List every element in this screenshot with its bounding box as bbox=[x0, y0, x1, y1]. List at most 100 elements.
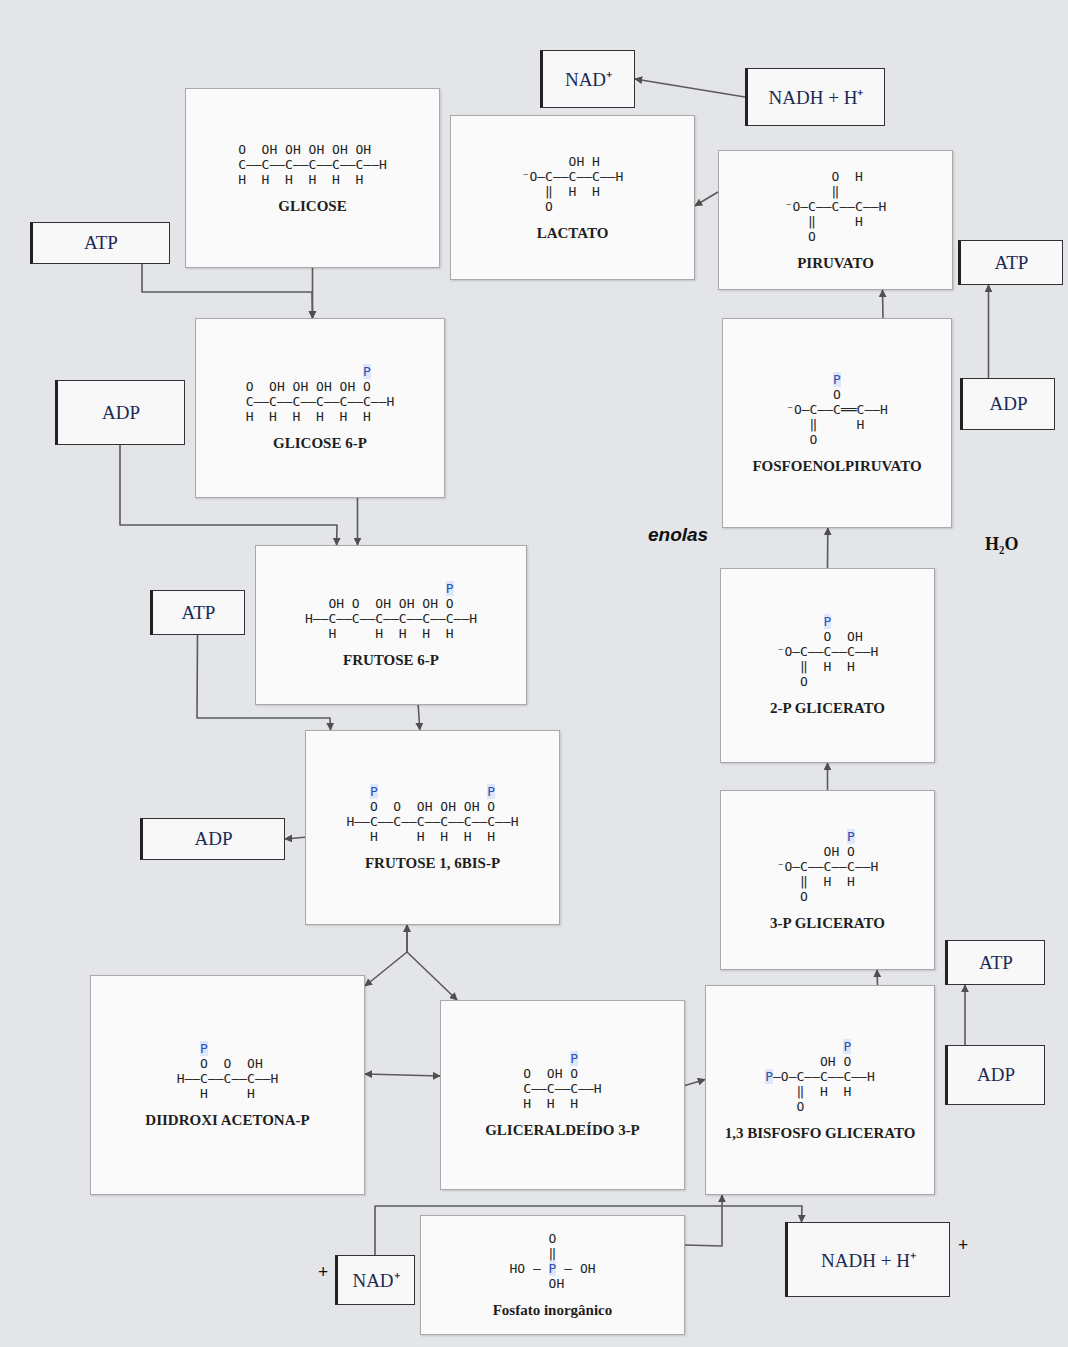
formula-row: ‖ H bbox=[786, 417, 888, 432]
reagent-label: ATP bbox=[182, 602, 216, 624]
reaction-arrow bbox=[685, 1080, 705, 1086]
molecule-name: PIRUVATO bbox=[797, 254, 874, 272]
molecule-name: FRUTOSE 1, 6BIS-P bbox=[365, 854, 500, 872]
formula-row: OH O bbox=[765, 1054, 875, 1069]
phosphate-mark: P bbox=[847, 829, 855, 844]
reagent-box: ADP bbox=[55, 380, 185, 445]
formula-row: ‖ H H bbox=[777, 874, 879, 889]
reaction-arrow bbox=[635, 79, 745, 97]
formula-block: PO OH OH OH OH OC——C——C——C——C——C——HH H H… bbox=[246, 364, 395, 424]
reaction-arrow bbox=[142, 264, 313, 318]
molecule-name: LACTATO bbox=[537, 224, 609, 242]
reaction-arrow bbox=[407, 925, 457, 1000]
formula-row: O O OH OH OH O bbox=[346, 799, 518, 814]
reaction-arrow bbox=[365, 1074, 440, 1076]
phosphate-mark: P bbox=[549, 1261, 557, 1276]
molecule-name: GLICOSE bbox=[278, 197, 346, 215]
formula-row: OH bbox=[509, 1276, 595, 1291]
phosphate-mark: P bbox=[446, 581, 454, 596]
formula-row: O bbox=[786, 432, 888, 447]
reagent-box: NAD⁺ bbox=[335, 1255, 415, 1305]
molecule-card: P OH O⁻O—C——C——C——H ‖ H H O3-P GLICERATO bbox=[720, 790, 935, 970]
molecule-name: Fosfato inorgânico bbox=[493, 1301, 613, 1319]
reagent-label: ADP bbox=[977, 1064, 1015, 1086]
formula-block: O H ‖⁻O—C——C——C——H ‖ H O bbox=[785, 169, 887, 244]
molecule-name: 2-P GLICERATO bbox=[770, 699, 885, 717]
reagent-label: ATP bbox=[84, 232, 118, 254]
formula-row: H H H bbox=[523, 1096, 601, 1111]
formula-row: P bbox=[777, 829, 879, 844]
formula-row: H——C——C——C——H bbox=[177, 1071, 279, 1086]
formula-row: P P bbox=[346, 784, 518, 799]
formula-block: P O OH⁻O—C——C——C——H ‖ H H O bbox=[777, 614, 879, 689]
phosphate-mark: P bbox=[833, 372, 841, 387]
phosphate-mark: P bbox=[570, 1051, 578, 1066]
formula-row: H H H H H bbox=[346, 829, 518, 844]
reagent-box: ADP bbox=[140, 818, 285, 860]
formula-row: P bbox=[305, 581, 477, 596]
formula-row: O bbox=[765, 1099, 875, 1114]
formula-row: ‖ bbox=[509, 1246, 595, 1261]
enzyme-label: enolas bbox=[648, 524, 708, 546]
formula-row: C——C——C——H bbox=[523, 1081, 601, 1096]
formula-block: P OH O⁻O—C——C——C——H ‖ H H O bbox=[777, 829, 879, 904]
formula-row: OH O bbox=[777, 844, 879, 859]
formula-row: C——C——C——C——C——C——H bbox=[246, 394, 395, 409]
molecule-card: O H ‖⁻O—C——C——C——H ‖ H O PIRUVATO bbox=[718, 150, 953, 290]
reagent-box: ATP bbox=[30, 222, 170, 264]
formula-block: P OH O OH OH OH OH——C——C——C——C——C——C——H … bbox=[305, 581, 477, 641]
formula-row: P bbox=[786, 372, 888, 387]
molecule-card: P O⁻O—C——C══C——H ‖ H OFOSFOENOLPIRUVATO bbox=[722, 318, 952, 528]
reagent-label: ADP bbox=[989, 393, 1027, 415]
formula-row: H H H H H H bbox=[246, 409, 395, 424]
formula-row: O H bbox=[785, 169, 887, 184]
molecule-card: O OH OH OH OH OHC——C——C——C——C——C——HH H H… bbox=[185, 88, 440, 268]
reagent-label: NADH + H⁺ bbox=[821, 1247, 916, 1273]
molecule-name: FRUTOSE 6-P bbox=[343, 651, 439, 669]
molecule-card: P OH O OH OH OH OH——C——C——C——C——C——C——H … bbox=[255, 545, 527, 705]
formula-row: O OH OH OH OH O bbox=[246, 379, 395, 394]
molecule-name: GLICOSE 6-P bbox=[273, 434, 367, 452]
reagent-box: ATP bbox=[945, 940, 1045, 985]
phosphate-mark: P bbox=[487, 784, 495, 799]
formula-row: O O OH bbox=[177, 1056, 279, 1071]
molecule-name: DIIDROXI ACETONA-P bbox=[145, 1111, 309, 1129]
formula-row: O OH OH OH OH OH bbox=[238, 142, 387, 157]
reagent-box: NADH + H⁺ bbox=[745, 68, 885, 126]
formula-block: P P O O OH OH OH OH——C——C——C——C——C——C——H… bbox=[346, 784, 518, 844]
phosphate-mark: P bbox=[363, 364, 371, 379]
reaction-arrow bbox=[357, 498, 359, 545]
formula-row: H H bbox=[177, 1086, 279, 1101]
formula-block: O OH OH OH OH OHC——C——C——C——C——C——HH H H… bbox=[238, 142, 387, 187]
molecule-card: P O O OHH——C——C——C——H H HDIIDROXI ACETON… bbox=[90, 975, 365, 1195]
formula-row: O bbox=[509, 1231, 595, 1246]
reagent-label: NAD⁺ bbox=[352, 1267, 399, 1293]
reaction-arrow bbox=[882, 290, 884, 318]
reagent-box: NADH + H⁺ bbox=[785, 1222, 950, 1297]
reagent-box: ATP bbox=[150, 590, 245, 635]
reaction-arrow bbox=[418, 705, 420, 730]
reagent-box: ADP bbox=[945, 1045, 1045, 1105]
formula-row: ⁻O—C——C——C——H bbox=[785, 199, 887, 214]
formula-row: O OH O bbox=[523, 1066, 601, 1081]
formula-row: P bbox=[523, 1051, 601, 1066]
reaction-arrow bbox=[988, 285, 990, 378]
phosphate-mark: P bbox=[765, 1069, 773, 1084]
formula-row: H——C——C——C——C——C——C——H bbox=[346, 814, 518, 829]
reagent-label: ADP bbox=[194, 828, 232, 850]
phosphate-mark: P bbox=[843, 1039, 851, 1054]
molecule-label: H₂O bbox=[985, 534, 1018, 555]
formula-row: ‖ bbox=[785, 184, 887, 199]
formula-row: ‖ H H bbox=[777, 659, 879, 674]
reaction-arrow bbox=[827, 528, 829, 568]
formula-row: P—O—C——C——C——H bbox=[765, 1069, 875, 1084]
reaction-arrow bbox=[876, 970, 878, 985]
formula-block: P OH OP—O—C——C——C——H ‖ H H O bbox=[765, 1039, 875, 1114]
formula-row: O OH bbox=[777, 629, 879, 644]
phosphate-mark: P bbox=[370, 784, 378, 799]
formula-row: P bbox=[765, 1039, 875, 1054]
formula-row: HO — P — OH bbox=[509, 1261, 595, 1276]
formula-row: ‖ H bbox=[785, 214, 887, 229]
formula-row: ⁻O—C——C——C——H bbox=[777, 644, 879, 659]
